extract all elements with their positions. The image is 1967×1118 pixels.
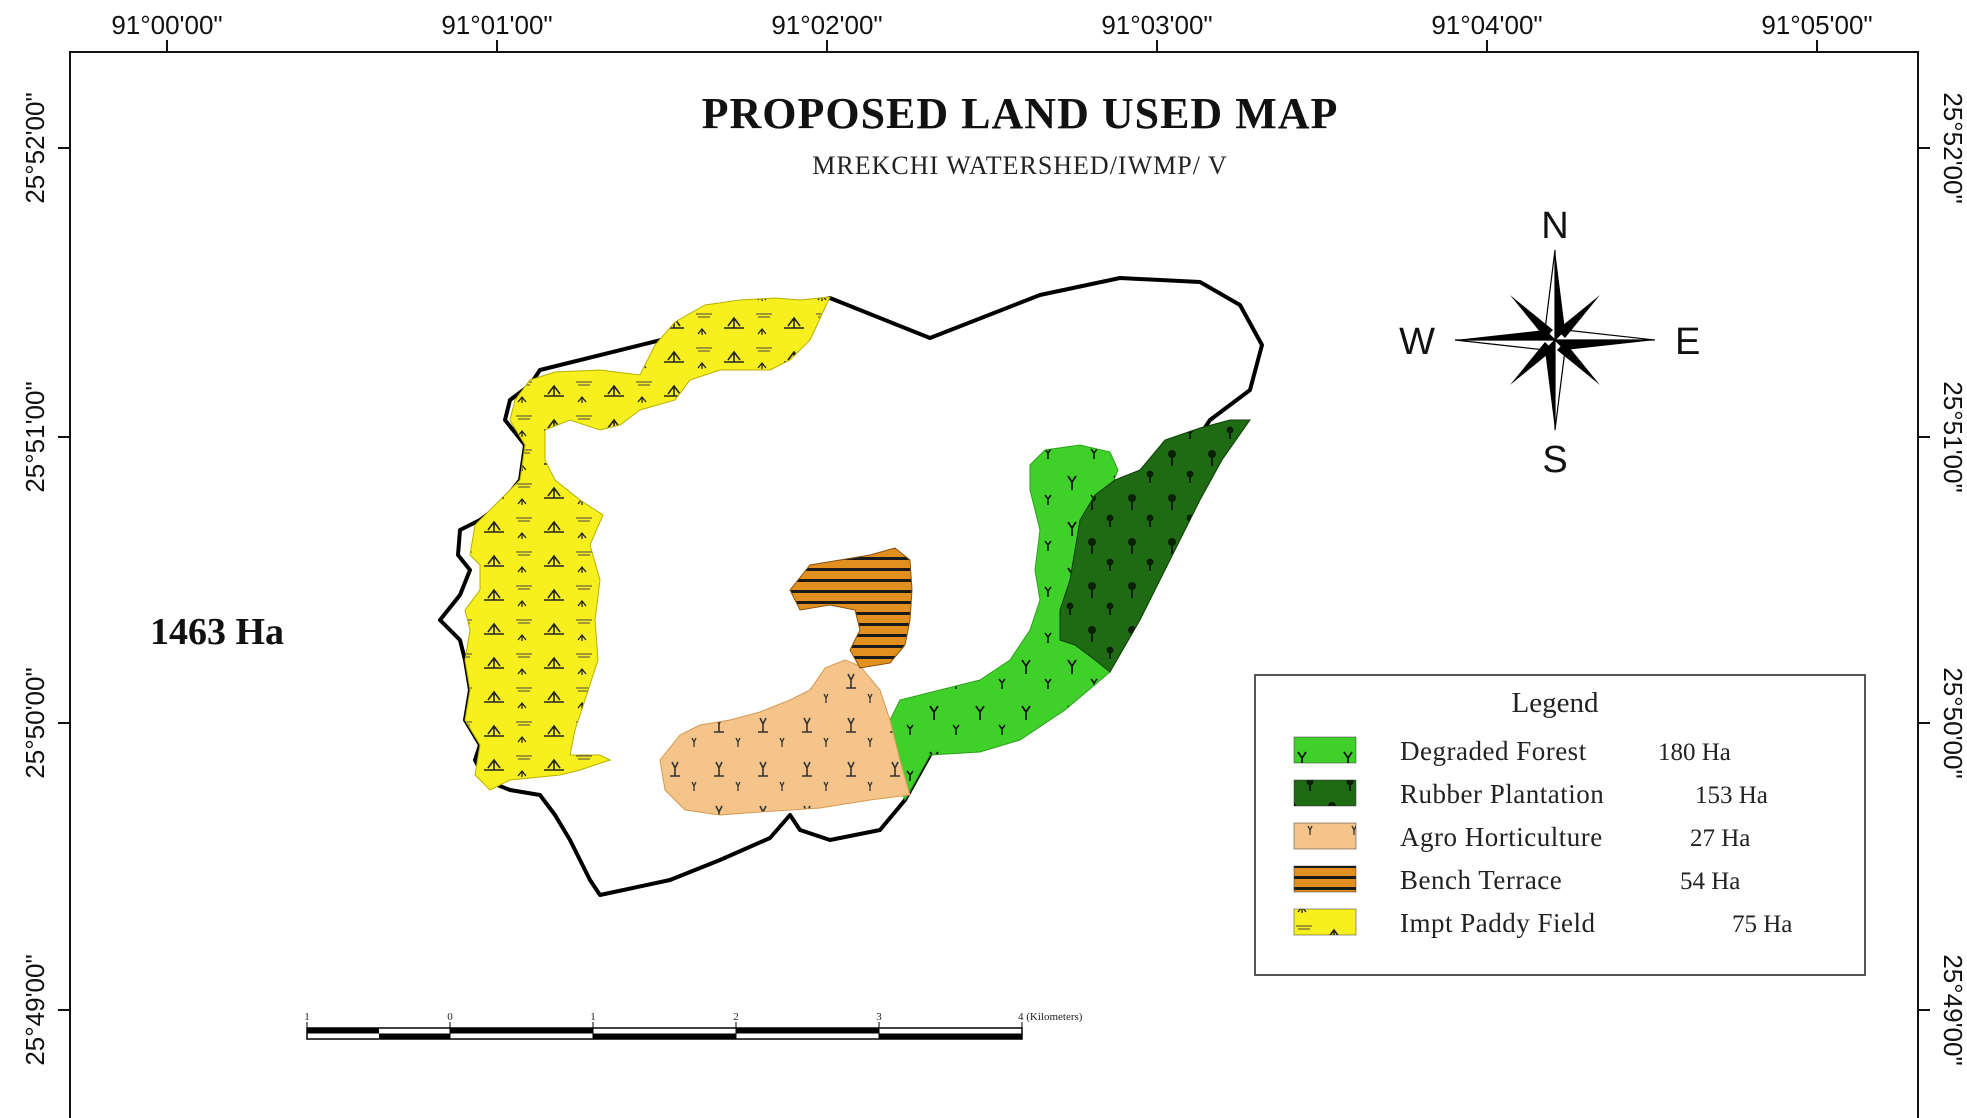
scale-label: 1	[304, 1011, 310, 1023]
latitude-label: 25°49'00"	[20, 954, 50, 1065]
agro-horticulture-region	[659, 659, 911, 816]
longitude-label: 91°05'00"	[1761, 10, 1872, 40]
longitude-label: 91°02'00"	[771, 10, 882, 40]
compass-east: E	[1675, 321, 1700, 363]
scale-label: 4 (Kilometers)	[1018, 1011, 1083, 1023]
legend-swatch-bench-terrace	[1293, 865, 1357, 893]
legend: Legend Degraded Forest 180 Ha Rubber Pla…	[1254, 674, 1866, 976]
legend-swatch-rubber-plantation	[1293, 779, 1357, 807]
longitude-labels: 91°00'00" 91°01'00" 91°02'00" 91°03'00" …	[111, 10, 1873, 52]
latitude-label: 25°51'00"	[20, 381, 50, 492]
scale-label: 1	[590, 1011, 596, 1023]
legend-item: Rubber Plantation 153 Ha	[1293, 779, 1768, 809]
rubber-plantation-region	[1059, 419, 1251, 673]
legend-area: 153 Ha	[1695, 782, 1768, 809]
longitude-label: 91°00'00"	[111, 10, 222, 40]
scale-label: 3	[876, 1011, 882, 1023]
map-frame	[69, 51, 1919, 1118]
legend-swatch-degraded-forest	[1293, 736, 1357, 764]
bench-terrace-region	[789, 547, 913, 669]
scale-bar: 1 0 1 2 3 4 (Kilometers)	[304, 1011, 1083, 1040]
legend-swatch-agro-horticulture	[1293, 822, 1357, 850]
map-subtitle: MREKCHI WATERSHED/IWMP/ V	[812, 151, 1228, 180]
legend-label: Bench Terrace	[1400, 865, 1562, 895]
legend-item: Agro Horticulture 27 Ha	[1293, 822, 1750, 852]
legend-swatch-impt-paddy-field	[1293, 908, 1357, 936]
right-latitude-labels: 25°52'00" 25°51'00" 25°50'00" 25°49'00"	[1918, 92, 1967, 1066]
legend-area: 27 Ha	[1690, 825, 1750, 852]
legend-box	[1254, 674, 1866, 976]
longitude-label: 91°03'00"	[1101, 10, 1212, 40]
latitude-label: 25°50'00"	[1938, 667, 1967, 778]
legend-label: Rubber Plantation	[1400, 779, 1604, 809]
compass-south: S	[1542, 439, 1567, 481]
latitude-label: 25°51'00"	[1938, 381, 1967, 492]
left-latitude-labels: 25°52'00" 25°51'00" 25°50'00" 25°49'00"	[20, 92, 70, 1066]
latitude-label: 25°50'00"	[20, 667, 50, 778]
longitude-label: 91°04'00"	[1431, 10, 1542, 40]
legend-label: Degraded Forest	[1400, 736, 1587, 766]
legend-area: 75 Ha	[1732, 911, 1792, 938]
longitude-label: 91°01'00"	[441, 10, 552, 40]
legend-area: 180 Ha	[1658, 739, 1731, 766]
legend-label: Impt Paddy Field	[1400, 908, 1596, 938]
paddy-field-region	[464, 296, 831, 791]
legend-title: Legend	[1512, 687, 1599, 719]
compass-rose: N S E W	[1399, 205, 1700, 481]
compass-west: W	[1399, 321, 1435, 363]
scale-label: 2	[733, 1011, 739, 1023]
scale-label: 0	[447, 1011, 453, 1023]
legend-area: 54 Ha	[1680, 868, 1740, 895]
total-area-label: 1463 Ha	[150, 611, 284, 653]
legend-item: Degraded Forest 180 Ha	[1293, 736, 1731, 766]
legend-item: Bench Terrace 54 Ha	[1293, 865, 1740, 895]
legend-item: Impt Paddy Field 75 Ha	[1293, 908, 1792, 938]
latitude-label: 25°52'00"	[1938, 92, 1967, 203]
latitude-label: 25°49'00"	[1938, 954, 1967, 1065]
legend-label: Agro Horticulture	[1400, 822, 1603, 852]
compass-north: N	[1541, 205, 1568, 247]
map-title: PROPOSED LAND USED MAP	[702, 89, 1339, 138]
latitude-label: 25°52'00"	[20, 92, 50, 203]
